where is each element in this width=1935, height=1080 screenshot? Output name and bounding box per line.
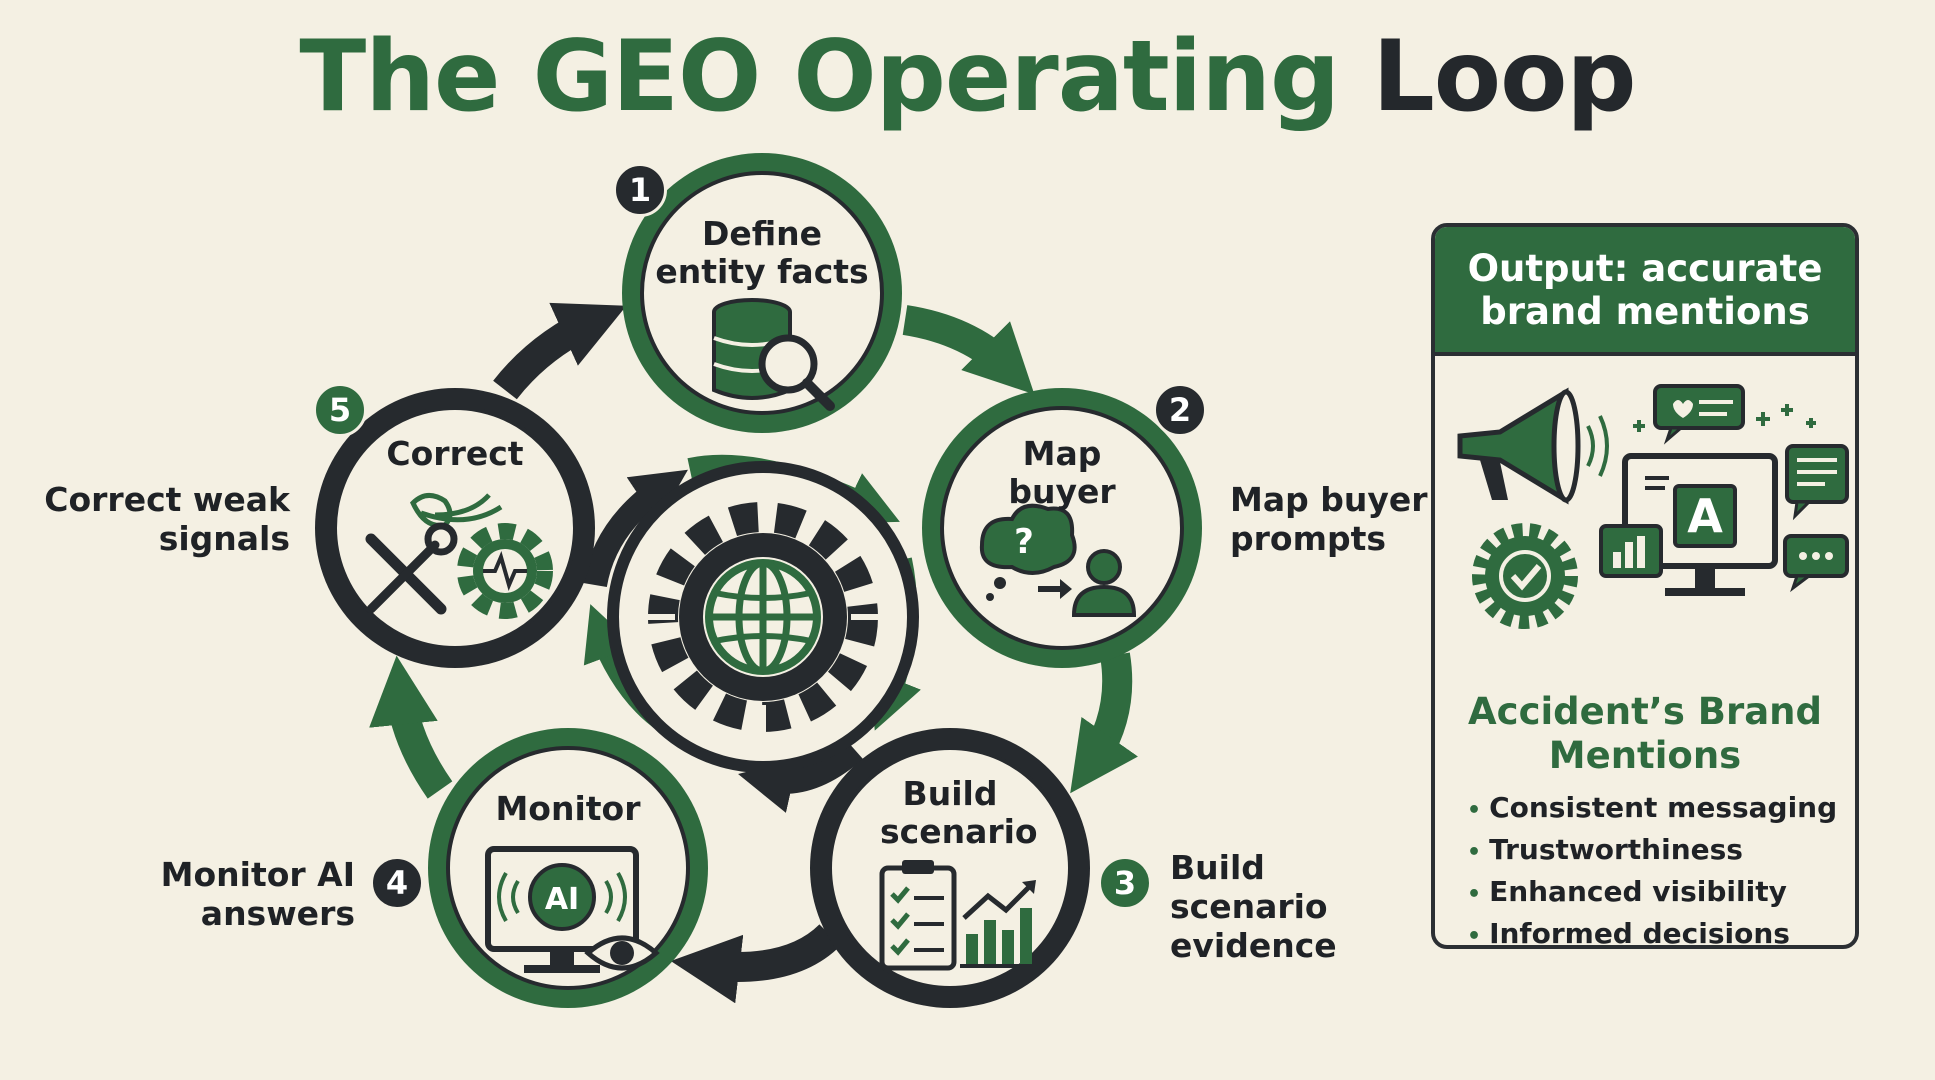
arrow-2-to-3 — [1070, 652, 1139, 794]
step-3-title: Build scenario — [880, 774, 1038, 851]
step-3-badge: 3 — [1098, 856, 1152, 910]
step-2-badge: 2 — [1153, 383, 1207, 437]
svg-text:A: A — [1687, 489, 1723, 543]
wrench-gear-icon — [365, 493, 553, 619]
page-title: The GEO Operating Loop — [0, 20, 1935, 134]
database-search-icon — [712, 298, 835, 411]
step-5-title: Correct — [386, 434, 524, 473]
step-1-title: Define entity facts — [655, 214, 869, 291]
globe-gear-icon — [645, 499, 881, 735]
svg-text:AI: AI — [545, 882, 579, 917]
question-to-person-icon: ? — [979, 503, 1137, 617]
benefit-item: Informed decisions — [1467, 914, 1855, 945]
step-5-badge: 5 — [313, 383, 367, 437]
output-icons: A — [1457, 384, 1849, 629]
step-1-badge: 1 — [613, 163, 667, 217]
step-2-label: Map buyer prompts — [1230, 480, 1428, 558]
checklist-chart-icon — [879, 860, 1038, 971]
step-node-1 — [622, 153, 902, 433]
monitor-ai-eye-icon: AI — [485, 846, 660, 973]
benefit-item: Consistent messaging — [1467, 788, 1855, 830]
step-3-label: Build scenario evidence — [1170, 848, 1337, 965]
step-4-title: Monitor — [495, 789, 641, 828]
arrow-3-to-4 — [670, 923, 841, 1004]
benefit-item: Trustworthiness — [1467, 830, 1855, 872]
step-5-label: Correct weak signals — [44, 480, 290, 558]
benefit-item: Enhanced visibility — [1467, 872, 1855, 914]
step-4-badge: 4 — [370, 856, 424, 910]
output-panel-art: A — [1435, 356, 1855, 656]
megaphone-icon — [1457, 387, 1609, 505]
svg-text:?: ? — [1014, 522, 1034, 562]
output-panel: Output: accurate brand mentions — [1431, 223, 1859, 949]
step-4-label: Monitor AI answers — [160, 855, 355, 933]
title-part-dark: Loop — [1372, 20, 1636, 134]
title-part-green: The GEO Operating — [299, 20, 1340, 134]
inner-arrow-3 — [738, 740, 863, 813]
step-2-title: Map buyer — [1008, 434, 1116, 511]
verified-badge-icon — [1472, 523, 1578, 629]
benefits-list: Consistent messaging Trustworthiness Enh… — [1467, 788, 1855, 945]
monitor-brand-chat-icon: A — [1599, 384, 1849, 596]
arrow-4-to-5 — [369, 655, 453, 799]
inner-arrow-5 — [583, 469, 688, 588]
output-panel-header: Output: accurate brand mentions — [1435, 227, 1855, 356]
arrow-5-to-1 — [493, 302, 627, 400]
arrow-1-to-2 — [902, 305, 1035, 395]
output-panel-subtitle: Accident’s Brand Mentions — [1468, 690, 1822, 777]
